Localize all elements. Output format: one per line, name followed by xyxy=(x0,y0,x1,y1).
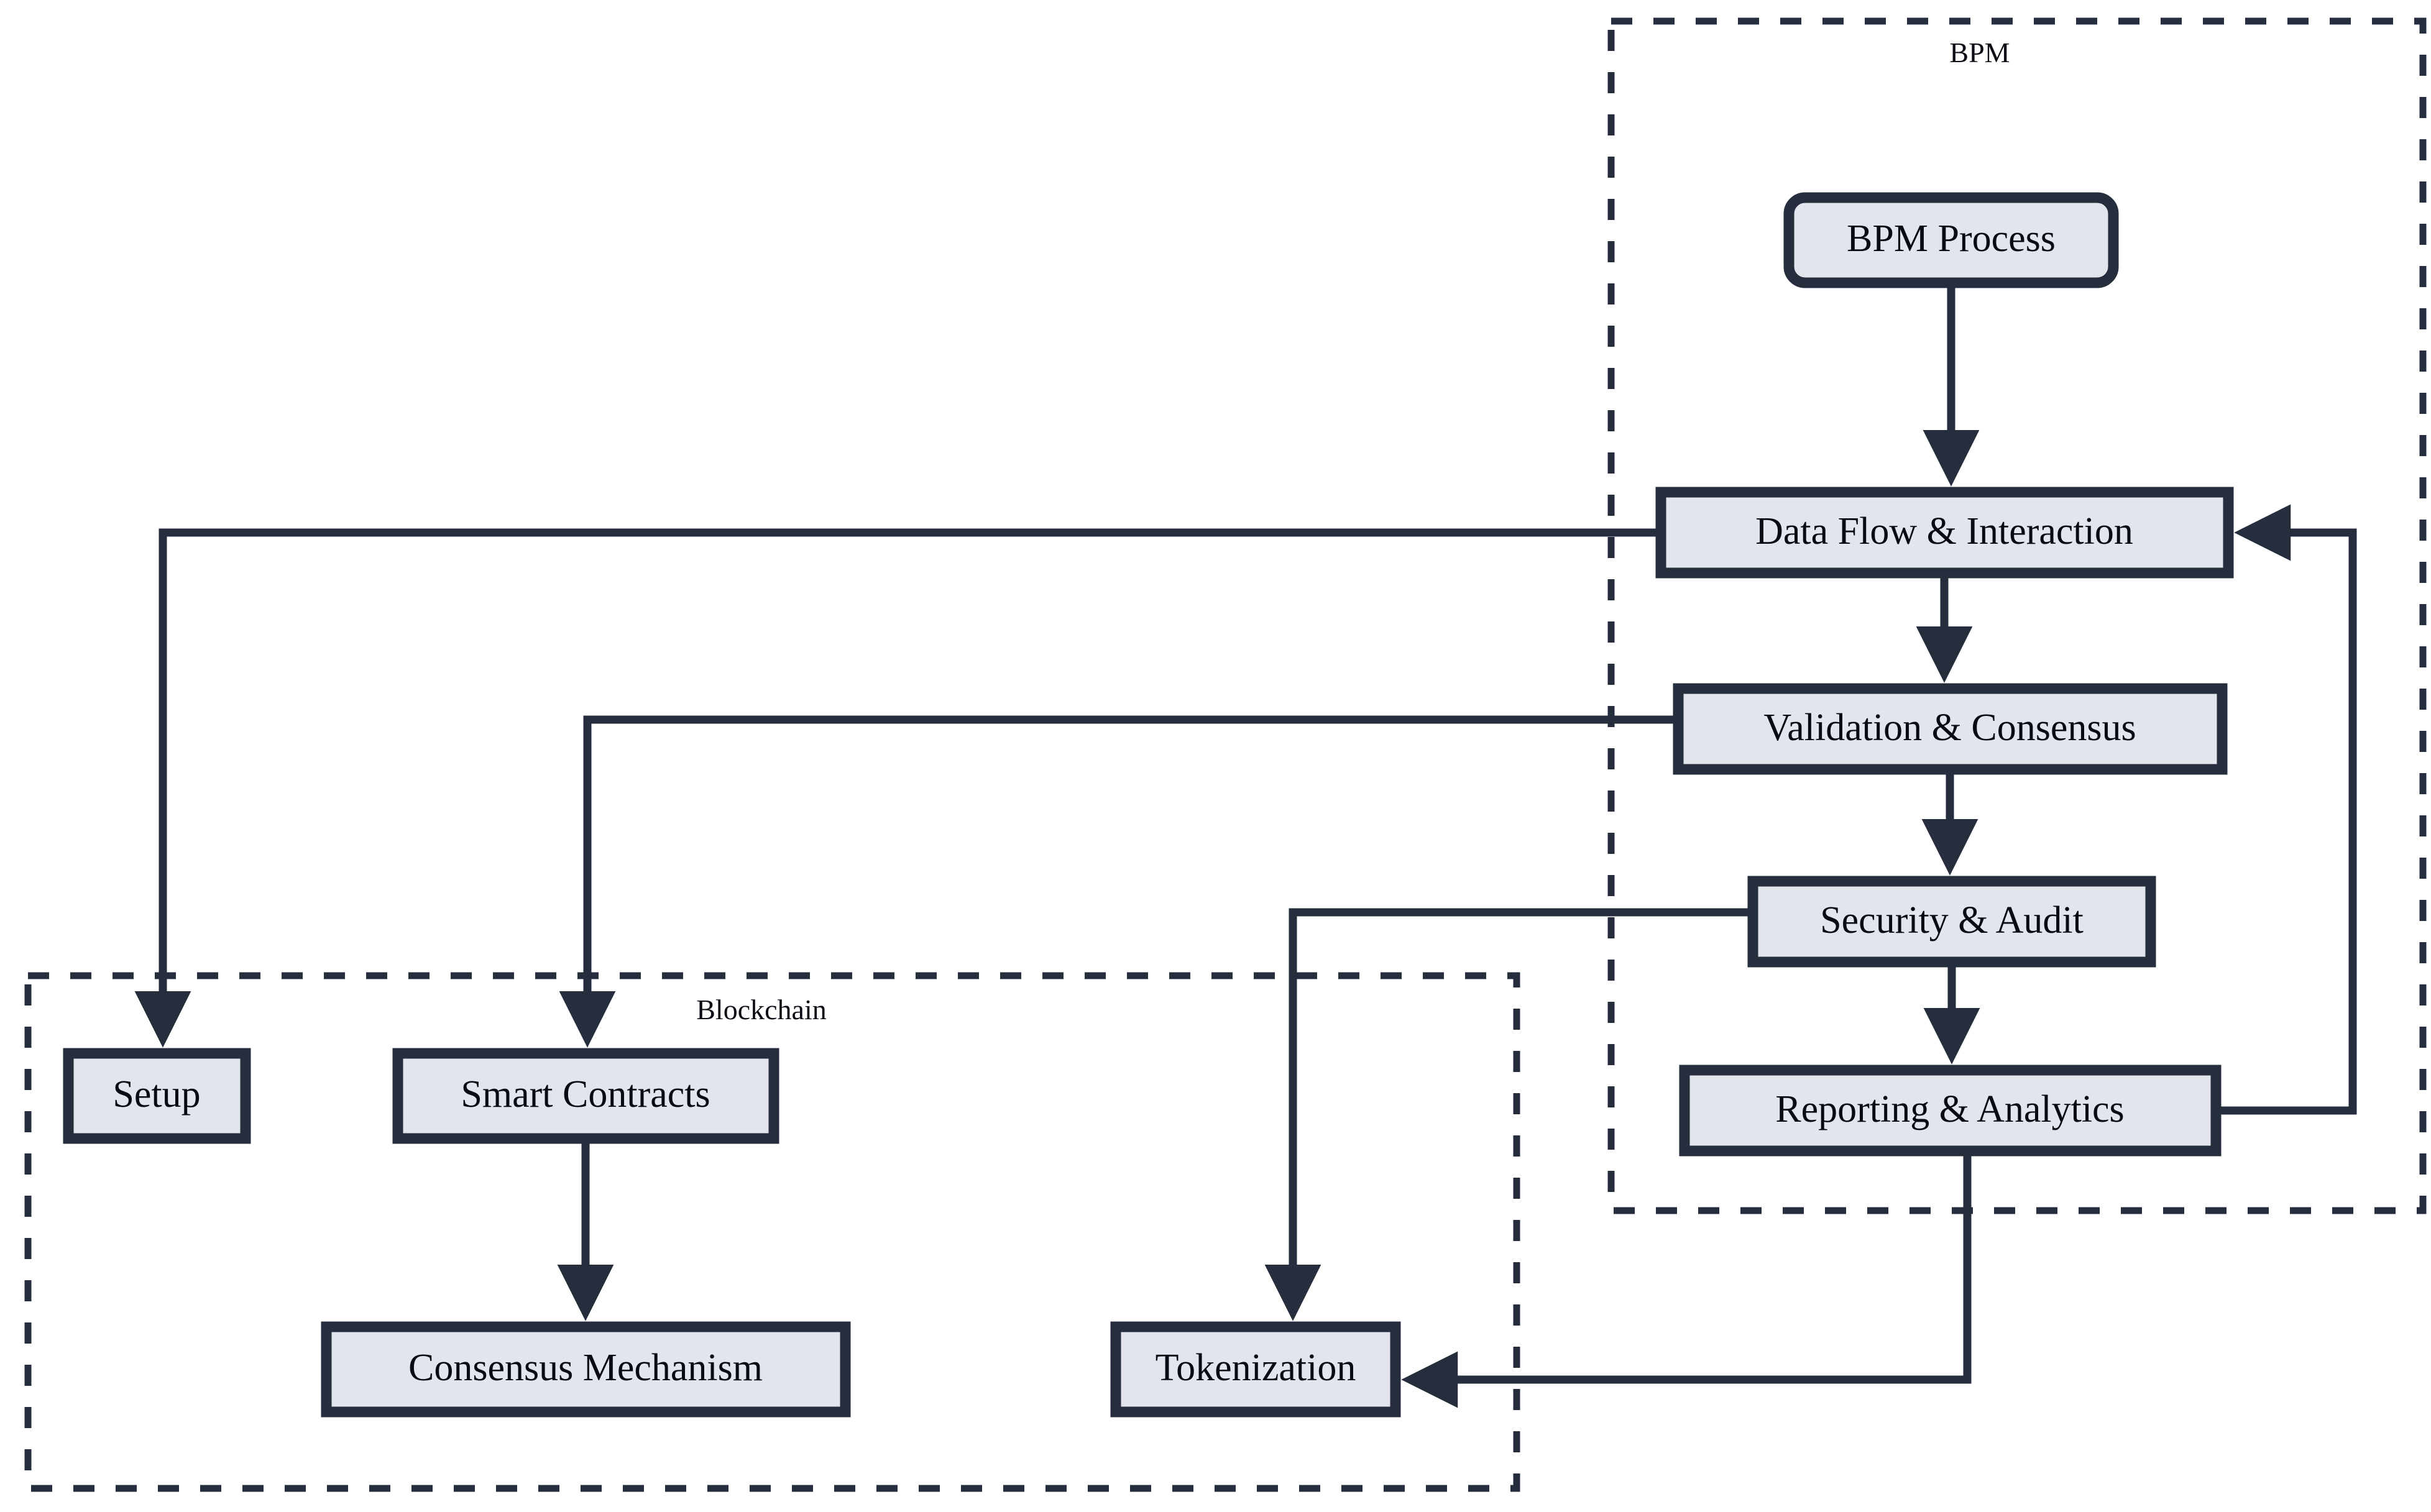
node-validation-consensus[interactable]: Validation & Consensus xyxy=(1673,683,2228,775)
node-box-reporting-analytics[interactable] xyxy=(1679,1065,2222,1157)
node-box-data-flow-interaction[interactable] xyxy=(1655,487,2234,579)
node-data-flow-interaction[interactable]: Data Flow & Interaction xyxy=(1655,487,2234,579)
node-label-data-flow-interaction: Data Flow & Interaction xyxy=(1755,510,2133,552)
cluster-border-bpm xyxy=(1607,17,2427,1214)
node-box-smart-contracts[interactable] xyxy=(392,1048,779,1144)
node-box-validation-consensus[interactable] xyxy=(1673,683,2228,775)
node-consensus-mechanism[interactable]: Consensus Mechanism xyxy=(321,1321,851,1418)
clusters-layer: BPM Blockchain xyxy=(24,17,2427,1492)
node-box-bpm-process[interactable] xyxy=(1783,192,2119,288)
edges-layer xyxy=(134,283,2357,1408)
edge-reporting-analytics-to-tokenization xyxy=(1401,1151,1972,1408)
node-box-tokenization[interactable] xyxy=(1110,1321,1401,1418)
node-label-smart-contracts: Smart Contracts xyxy=(461,1073,710,1116)
node-reporting-analytics[interactable]: Reporting & Analytics xyxy=(1679,1065,2222,1157)
node-label-bpm-process: BPM Process xyxy=(1847,218,2056,260)
edge-validation-consensus-to-smart-contracts xyxy=(559,715,1678,1048)
edge-security-audit-to-tokenization xyxy=(1264,908,1753,1321)
cluster-blockchain: Blockchain xyxy=(24,972,1520,1492)
node-label-reporting-analytics: Reporting & Analytics xyxy=(1775,1088,2124,1130)
node-label-consensus-mechanism: Consensus Mechanism xyxy=(408,1347,763,1389)
edge-reporting-analytics-to-data-flow-interaction xyxy=(2216,504,2357,1115)
node-label-tokenization: Tokenization xyxy=(1156,1347,1356,1389)
cluster-bpm: BPM xyxy=(1607,17,2427,1214)
node-label-validation-consensus: Validation & Consensus xyxy=(1763,707,2136,749)
node-label-security-audit: Security & Audit xyxy=(1820,899,2084,942)
node-box-consensus-mechanism[interactable] xyxy=(321,1321,851,1418)
node-box-security-audit[interactable] xyxy=(1747,876,2156,968)
node-smart-contracts[interactable]: Smart Contracts xyxy=(392,1048,779,1144)
node-setup[interactable]: Setup xyxy=(63,1048,251,1144)
node-box-setup[interactable] xyxy=(63,1048,251,1144)
cluster-label-blockchain: Blockchain xyxy=(696,994,827,1025)
cluster-border-blockchain xyxy=(24,972,1520,1492)
node-security-audit[interactable]: Security & Audit xyxy=(1747,876,2156,968)
cluster-label-bpm: BPM xyxy=(1949,37,2010,68)
node-label-setup: Setup xyxy=(113,1073,200,1116)
node-tokenization[interactable]: Tokenization xyxy=(1110,1321,1401,1418)
node-bpm-process[interactable]: BPM Process xyxy=(1783,192,2119,288)
edge-data-flow-interaction-to-setup xyxy=(134,528,1661,1048)
